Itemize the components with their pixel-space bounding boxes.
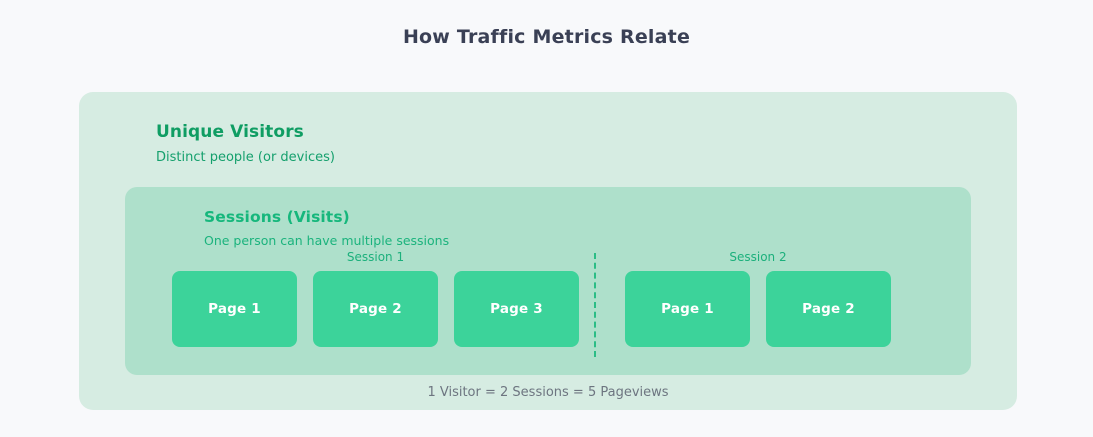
unique-visitors-subtitle: Distinct people (or devices) bbox=[156, 150, 335, 165]
session-label: Session 2 bbox=[729, 250, 787, 264]
unique-visitors-box: Unique Visitors Distinct people (or devi… bbox=[79, 92, 1017, 410]
pageview-row: Page 1 Page 2 bbox=[625, 271, 891, 347]
pageview-card: Page 1 bbox=[172, 271, 297, 347]
pageview-card: Page 2 bbox=[313, 271, 438, 347]
session-divider bbox=[594, 253, 596, 357]
unique-visitors-heading: Unique Visitors bbox=[156, 122, 304, 142]
page-title: How Traffic Metrics Relate bbox=[402, 26, 691, 48]
session-label: Session 1 bbox=[346, 250, 405, 264]
summary-footer: 1 Visitor = 2 Sessions = 5 Pageviews bbox=[427, 385, 669, 400]
sessions-subtitle: One person can have multiple sessions bbox=[204, 233, 450, 248]
pageview-card: Page 2 bbox=[766, 271, 891, 347]
sessions-box: Sessions (Visits) One person can have mu… bbox=[125, 187, 971, 375]
pageview-card: Page 3 bbox=[454, 271, 579, 347]
session-group-1: Session 1 Page 1 Page 2 Page 3 bbox=[172, 248, 579, 347]
pageview-card: Page 1 bbox=[625, 271, 750, 347]
pageview-row: Page 1 Page 2 Page 3 bbox=[172, 271, 579, 347]
sessions-heading: Sessions (Visits) bbox=[204, 208, 350, 226]
session-group-2: Session 2 Page 1 Page 2 bbox=[625, 248, 891, 347]
